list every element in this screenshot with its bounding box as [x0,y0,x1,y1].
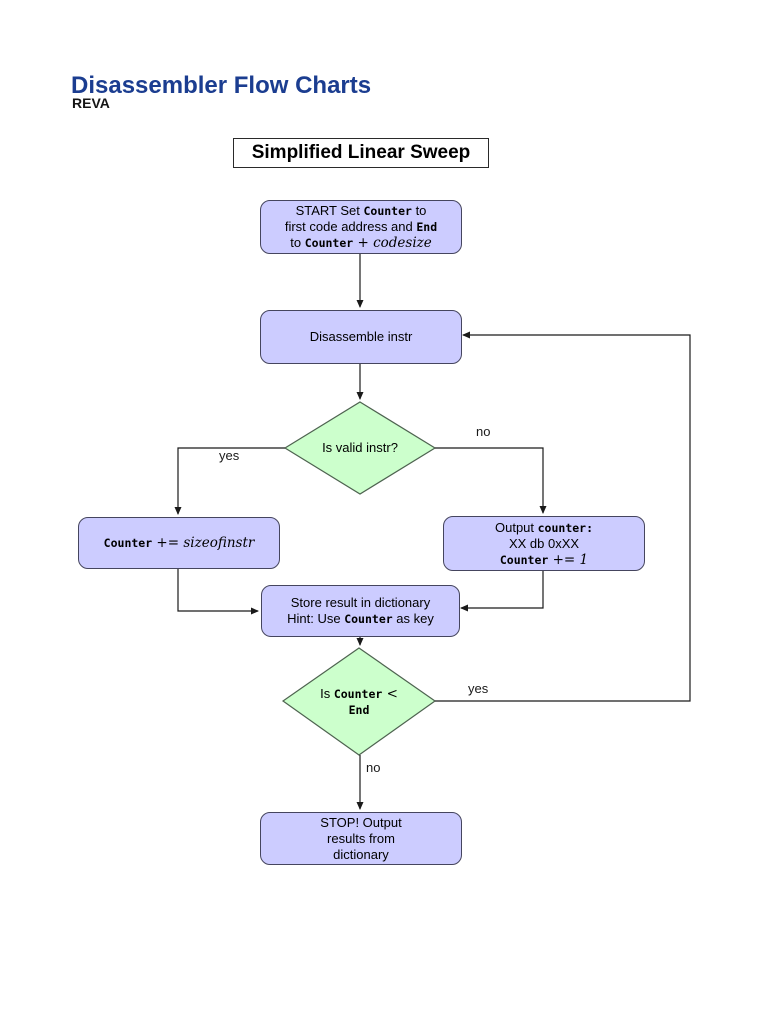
edge-loop-yes-back [435,331,691,702]
edge-valid-no [435,447,547,514]
node-counter-increment: Counter += sizeofinstr [78,517,280,569]
node-is-counter-less-end: Is Counter <End [320,685,398,717]
edge-label-valid-no: no [476,424,491,439]
edge-valid-yes [174,447,285,515]
section-title-label: Simplified Linear Sweep [251,142,471,163]
diamond-is-valid-instr [283,401,437,495]
edge-counter-to-store [177,567,259,615]
diamond-is-counter-less-end [281,647,437,756]
edge-output-to-store [460,569,544,612]
edge-label-loop-no: no [366,760,381,775]
section-title-box: Simplified Linear Sweep [233,138,489,168]
page-subtitle: REVA [72,95,110,111]
edge-label-valid-yes: yes [219,448,240,463]
page-title: Disassembler Flow Charts [71,72,372,99]
edge-label-loop-yes: yes [468,681,489,696]
node-disassemble-instr: Disassemble instr [260,310,462,364]
node-is-valid-instr: Is valid instr? [322,440,398,455]
